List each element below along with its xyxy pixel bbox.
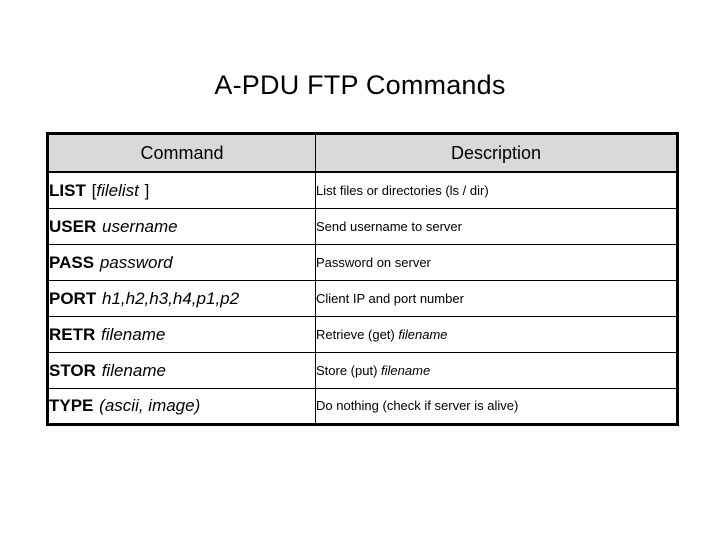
column-header-command: Command: [47, 133, 316, 173]
command-name: USER: [49, 216, 97, 236]
cell-description: Retrieve (get) filename: [315, 315, 678, 353]
cell-description: List files or directories (ls / dir): [315, 171, 678, 209]
command-name: RETR: [49, 324, 96, 344]
description-text: Retrieve (get): [316, 326, 399, 342]
command-name: LIST: [49, 180, 86, 200]
command-name: PORT: [49, 288, 97, 308]
command-argument: password: [99, 252, 173, 272]
command-argument: username: [102, 216, 178, 236]
command-bracket-close: ]: [144, 180, 150, 200]
cell-description: Client IP and port number: [315, 279, 678, 317]
command-bracket-open: [: [91, 180, 97, 200]
cell-description: Do nothing (check if server is alive): [315, 387, 678, 425]
description-text: List files or directories (ls / dir): [316, 182, 489, 198]
ftp-commands-table-container: Command Description LIST[filelist] List …: [46, 132, 679, 426]
column-header-description: Description: [315, 133, 678, 173]
table-body: LIST[filelist] List files or directories…: [47, 171, 678, 425]
table-row: TYPE (ascii, image) Do nothing (check if …: [47, 387, 678, 425]
cell-command: TYPE (ascii, image): [47, 387, 316, 425]
page-title: A-PDU FTP Commands: [214, 70, 506, 101]
command-argument: h1,h2,h3,h4,p1,p2: [102, 288, 240, 308]
cell-description: Password on server: [315, 243, 678, 281]
cell-description: Send username to server: [315, 207, 678, 245]
command-argument: (ascii, image): [99, 396, 201, 415]
command-argument: filename: [101, 324, 166, 344]
description-text: Send username to server: [316, 218, 462, 234]
command-argument: filename: [101, 360, 166, 380]
table-row: LIST[filelist] List files or directories…: [47, 171, 678, 209]
table-header-row: Command Description: [47, 133, 678, 173]
cell-command: LIST[filelist]: [47, 171, 316, 209]
description-emphasis: filename: [398, 326, 448, 342]
table-header: Command Description: [47, 133, 678, 173]
command-name: PASS: [49, 252, 95, 272]
command-argument: filelist: [96, 180, 139, 200]
description-text: Store (put): [316, 362, 382, 378]
description-text: Client IP and port number: [316, 290, 464, 306]
command-name: TYPE: [49, 396, 94, 415]
description-text: Do nothing (check if server is alive): [316, 398, 519, 413]
command-name: STOR: [49, 360, 96, 380]
description-text: Password on server: [316, 254, 431, 270]
description-emphasis: filename: [381, 362, 431, 378]
ftp-commands-table: Command Description LIST[filelist] List …: [46, 132, 679, 426]
cell-description: Store (put) filename: [315, 351, 678, 389]
